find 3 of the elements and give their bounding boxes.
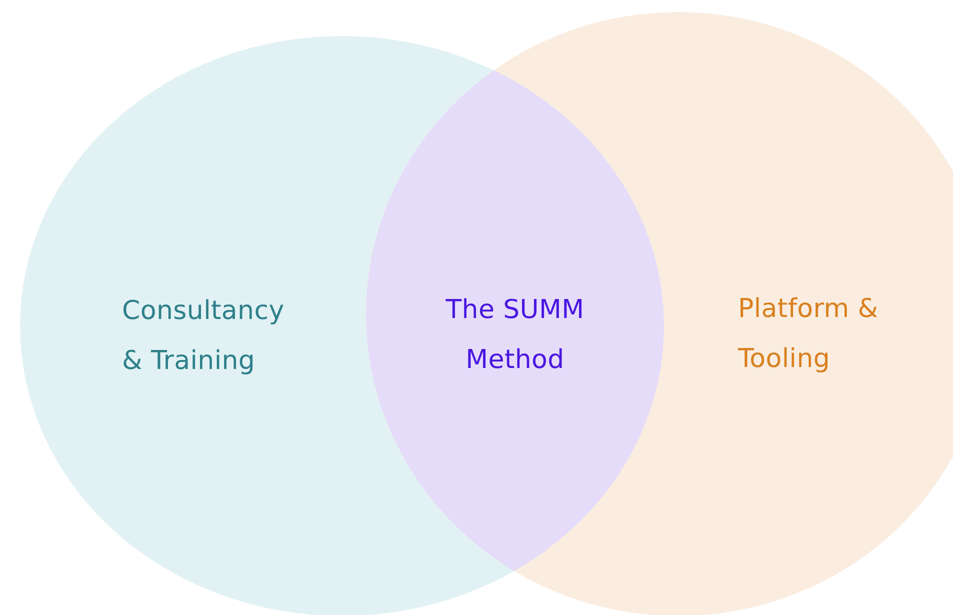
venn-label: Consultancy & Training	[122, 295, 286, 378]
venn-label: The SUMM Method	[444, 294, 586, 377]
venn-label: Platform & Tooling	[738, 293, 880, 376]
